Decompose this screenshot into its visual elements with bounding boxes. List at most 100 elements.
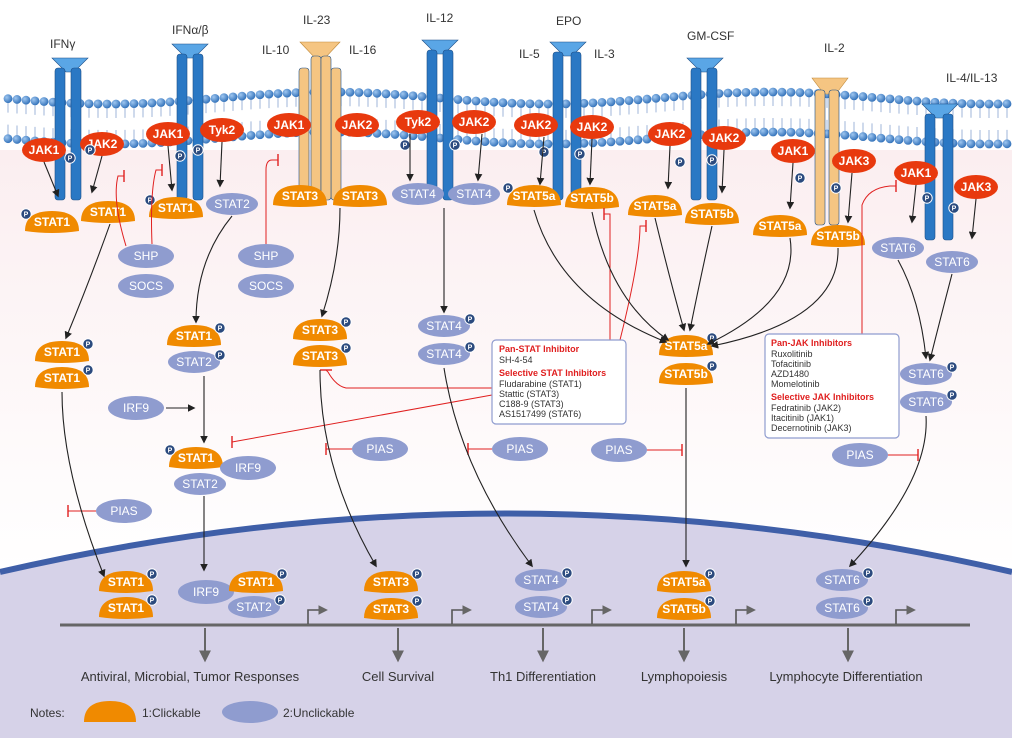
stat-node-stat5b[interactable]: STAT5b — [811, 225, 865, 247]
membrane-lipid — [867, 92, 877, 112]
jak-node-jak2[interactable]: JAK2 — [648, 122, 692, 146]
membrane-lipid — [975, 129, 985, 149]
membrane-lipid — [138, 129, 148, 148]
stat-node-stat3[interactable]: STAT3 — [364, 571, 418, 593]
jak-node-jak3[interactable]: JAK3 — [954, 175, 998, 199]
membrane-lipid — [498, 128, 508, 148]
ligand-label-gmcsf: GM-CSF — [687, 29, 734, 43]
selective-stat-title: Selective STAT Inhibitors — [499, 368, 606, 378]
activation-arrow — [64, 223, 111, 340]
outcome-lymphocyte-differentiation: Lymphocyte Differentiation — [769, 669, 922, 684]
jak-node-tyk2[interactable]: Tyk2 — [200, 118, 244, 142]
activation-arrow — [848, 415, 927, 568]
jak-node-jak2[interactable]: JAK2 — [452, 110, 496, 134]
promoter-arrow — [307, 605, 328, 624]
stat-node-stat3[interactable]: STAT3 — [293, 345, 347, 367]
stat-label: STAT5a — [634, 199, 677, 213]
activation-arrow — [43, 161, 60, 198]
phospho-badge: P — [862, 567, 874, 579]
stat-node-stat1[interactable]: STAT1 — [169, 447, 223, 469]
membrane-lipid — [894, 95, 904, 114]
stat-node-stat1[interactable]: STAT1 — [229, 571, 283, 593]
stat-node-stat3[interactable]: STAT3 — [364, 598, 418, 620]
stat-node-stat1[interactable]: STAT1 — [35, 341, 89, 363]
stat-node-stat1[interactable]: STAT1 — [99, 597, 153, 619]
stat-node-stat5a[interactable]: STAT5a — [659, 335, 713, 357]
stat-label: STAT3 — [342, 189, 379, 203]
jak-node-jak2[interactable]: JAK2 — [702, 126, 746, 150]
stat-node-stat5a[interactable]: STAT5a — [657, 571, 711, 593]
stat-node-stat3[interactable]: STAT3 — [333, 185, 387, 207]
regulator-irf9: IRF9 — [220, 456, 276, 480]
ligand-label-il4-il13: IL-4/IL-13 — [946, 71, 998, 85]
stat-node-stat4: STAT4 — [515, 596, 567, 618]
stat-node-stat5b[interactable]: STAT5b — [565, 187, 619, 209]
activation-arrow — [474, 133, 483, 182]
membrane-lipid — [255, 90, 265, 109]
stat-node-stat5a[interactable]: STAT5a — [753, 215, 807, 237]
stat-node-stat5b[interactable]: STAT5b — [657, 598, 711, 620]
stat-node-stat3[interactable]: STAT3 — [273, 185, 327, 207]
stat-node-stat1[interactable]: STAT1 — [25, 211, 79, 233]
membrane-lipid — [165, 97, 175, 116]
stat-node-stat1[interactable]: STAT1 — [167, 325, 221, 347]
stat-node-stat5b[interactable]: STAT5b — [685, 203, 739, 225]
jak-node-jak1[interactable]: JAK1 — [894, 161, 938, 185]
jak-node-jak2[interactable]: JAK2 — [570, 115, 614, 139]
stat-label: STAT5a — [663, 575, 706, 589]
regulator-irf9: IRF9 — [178, 580, 234, 604]
membrane-lipid — [12, 95, 22, 114]
selective-jak-item: Itacitinib (JAK1) — [771, 413, 834, 423]
stat-node-stat4: STAT4 — [418, 343, 470, 365]
stat-node-stat3[interactable]: STAT3 — [293, 319, 347, 341]
membrane-lipid — [966, 99, 976, 118]
membrane-lipid — [885, 94, 895, 113]
membrane-lipid — [624, 126, 634, 145]
membrane-lipid — [363, 88, 373, 107]
phospho-badge: P — [174, 150, 186, 162]
receptor-chain — [330, 67, 342, 201]
phospho-badge: P — [64, 152, 76, 164]
membrane-lipid — [3, 124, 13, 144]
jak-node-jak1[interactable]: JAK1 — [267, 113, 311, 137]
stat-node-stat1[interactable]: STAT1 — [149, 197, 203, 219]
jak-node-tyk2[interactable]: Tyk2 — [396, 110, 440, 134]
membrane-lipid — [993, 99, 1003, 118]
jak-node-jak1[interactable]: JAK1 — [771, 139, 815, 163]
ligand-label-epo: EPO — [556, 14, 581, 28]
stat-node-stat2: STAT2 — [206, 193, 258, 215]
jak-node-jak2[interactable]: JAK2 — [514, 113, 558, 137]
stat-label: STAT1 — [108, 601, 145, 615]
membrane-lipid — [894, 125, 904, 145]
jak-label: JAK3 — [961, 180, 992, 194]
stat-label: STAT1 — [90, 205, 127, 219]
jak-node-jak1[interactable]: JAK1 — [146, 122, 190, 146]
regulator-shp: SHP — [118, 244, 174, 268]
stat-label: STAT6 — [934, 255, 970, 269]
selective-stat-item: Fludarabine (STAT1) — [499, 379, 582, 389]
phospho-label: P — [218, 353, 223, 360]
stat-node-stat1[interactable]: STAT1 — [99, 571, 153, 593]
phospho-badge: P — [704, 595, 716, 607]
stat-node-stat5a[interactable]: STAT5a — [628, 195, 682, 217]
jak-label: JAK1 — [901, 166, 932, 180]
inhibition-line — [231, 394, 493, 448]
phospho-label: P — [950, 393, 955, 400]
stat-label: STAT1 — [238, 575, 275, 589]
stat-node-stat1[interactable]: STAT1 — [35, 367, 89, 389]
phospho-badge: P — [830, 182, 842, 194]
stat-label: STAT5a — [513, 189, 556, 203]
jak-node-jak3[interactable]: JAK3 — [832, 149, 876, 173]
jak-node-jak1[interactable]: JAK1 — [22, 138, 66, 162]
phospho-badge: P — [82, 364, 94, 376]
phospho-label: P — [86, 342, 91, 349]
inhibition-line — [320, 369, 492, 389]
stat-node-stat5a[interactable]: STAT5a — [507, 185, 561, 207]
outcome-lymphopoiesis: Lymphopoiesis — [641, 669, 728, 684]
membrane-lipid — [642, 94, 652, 114]
membrane-lipid — [876, 93, 886, 113]
inhibition-line — [888, 449, 919, 461]
jak-node-jak2[interactable]: JAK2 — [335, 113, 379, 137]
activation-arrow — [192, 215, 233, 324]
stat-node-stat5b[interactable]: STAT5b — [659, 363, 713, 385]
